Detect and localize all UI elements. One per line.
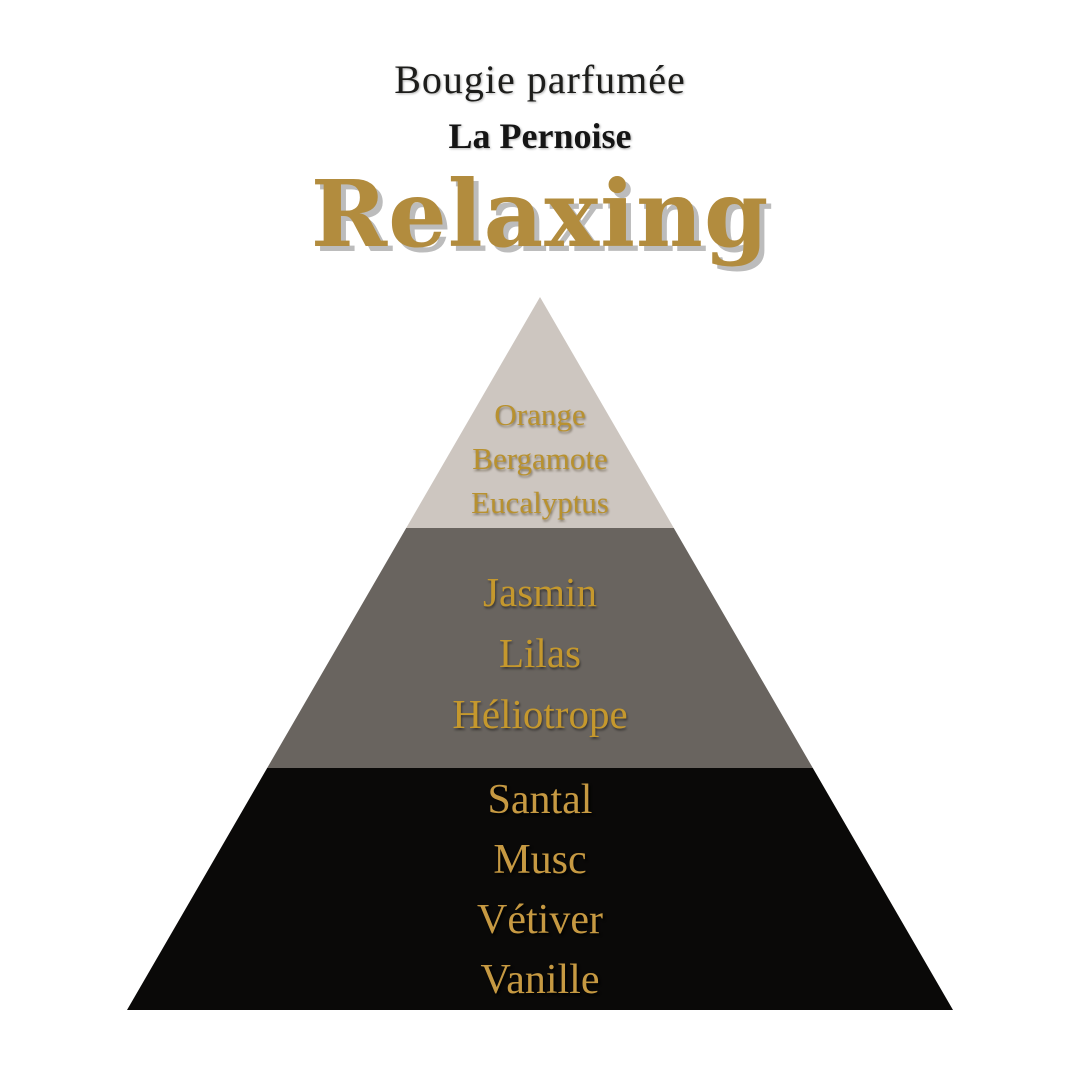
scent-name-title: Relaxing: [310, 160, 770, 268]
note-label: Vétiver: [477, 897, 603, 943]
note-label: Héliotrope: [452, 691, 628, 737]
brand-name: La Pernoise: [448, 116, 632, 156]
note-label: Vanille: [480, 957, 600, 1003]
fragrance-pyramid: Orange Bergamote Eucalyptus Jasmin Lilas…: [127, 297, 953, 1010]
product-type-label: Bougie parfumée: [394, 57, 686, 102]
pyramid-level-heart-notes: Jasmin Lilas Héliotrope: [127, 528, 953, 768]
note-label: Jasmin: [483, 569, 597, 615]
note-label: Orange: [494, 397, 586, 432]
note-label: Santal: [487, 777, 593, 823]
note-label: Eucalyptus: [471, 485, 609, 520]
header: Bougie parfumée La Pernoise Relaxing: [0, 56, 1080, 266]
note-label: Musc: [493, 837, 587, 883]
note-label: Lilas: [499, 630, 581, 676]
pyramid-level-base-notes: Santal Musc Vétiver Vanille: [127, 768, 953, 1010]
pyramid-level-top-notes: Orange Bergamote Eucalyptus: [127, 297, 953, 528]
note-label: Bergamote: [472, 441, 608, 476]
